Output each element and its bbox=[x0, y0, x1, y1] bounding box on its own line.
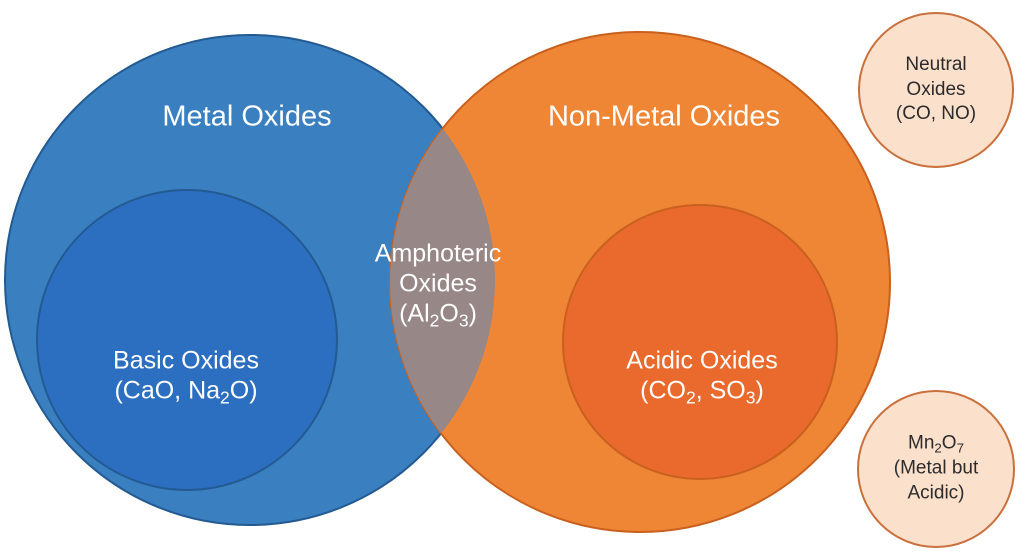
basic-oxides-circle bbox=[36, 189, 338, 491]
exception-oxide-circle bbox=[857, 390, 1015, 548]
neutral-oxides-name: Neutral bbox=[905, 53, 967, 75]
neutral-oxides-circle bbox=[858, 12, 1014, 168]
acidic-oxides-name: Acidic Oxides bbox=[626, 346, 778, 375]
amphoteric-oxides-name: Amphoteric bbox=[374, 239, 502, 268]
non-metal-oxides-title: Non-Metal Oxides bbox=[547, 100, 781, 133]
neutral-oxides-label: Neutral Oxides (CO, NO) bbox=[896, 53, 976, 127]
exception-oxide-formula: Mn2O7 bbox=[907, 432, 964, 456]
basic-oxides-name: Basic Oxides bbox=[113, 346, 259, 375]
neutral-oxides-name-2: Oxides bbox=[906, 78, 966, 100]
exception-oxide-note: (Metal but bbox=[893, 457, 979, 479]
metal-oxides-title: Metal Oxides bbox=[162, 100, 332, 133]
acidic-oxides-circle bbox=[562, 204, 838, 480]
basic-oxides-label: Basic Oxides (CaO, Na2O) bbox=[113, 345, 259, 408]
amphoteric-oxides-name-2: Oxides bbox=[399, 269, 477, 298]
neutral-oxides-examples: (CO, NO) bbox=[895, 103, 977, 125]
exception-oxide-note-2: Acidic) bbox=[907, 482, 965, 504]
amphoteric-oxides-label: Amphoteric Oxides (Al2O3) bbox=[375, 238, 501, 331]
amphoteric-oxides-example: (Al2O3) bbox=[399, 299, 477, 331]
basic-oxides-examples: (CaO, Na2O) bbox=[114, 376, 258, 408]
exception-oxide-label: Mn2O7 (Metal but Acidic) bbox=[894, 432, 978, 507]
acidic-oxides-label: Acidic Oxides (CO2, SO3) bbox=[626, 345, 777, 408]
acidic-oxides-examples: (CO2, SO3) bbox=[640, 376, 764, 408]
